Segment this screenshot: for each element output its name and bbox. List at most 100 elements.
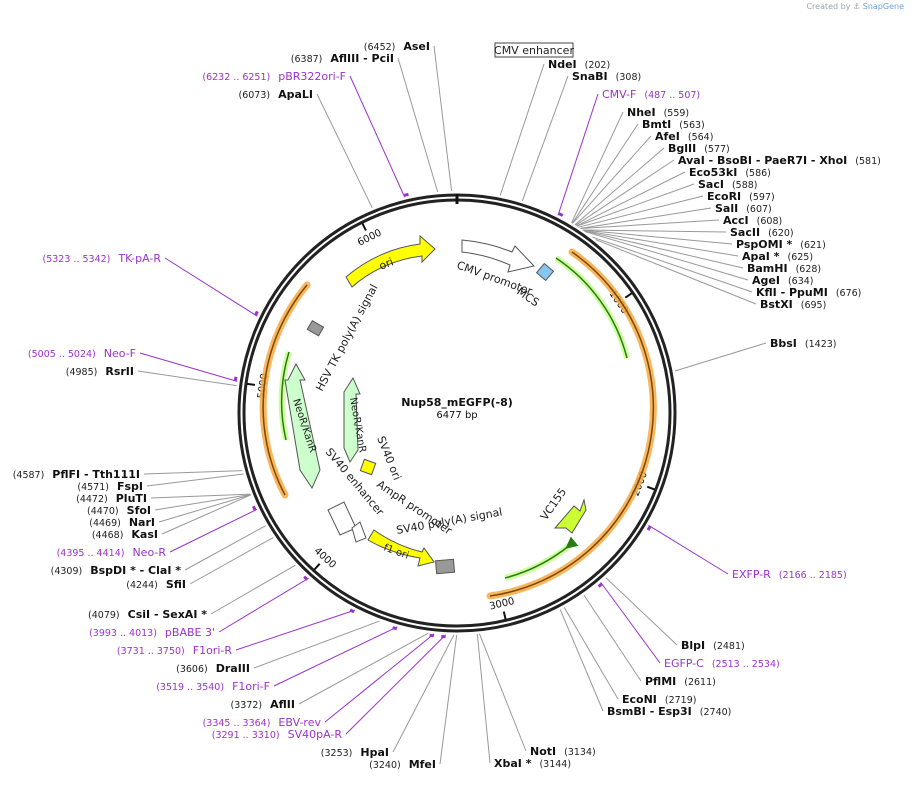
leader-line (582, 229, 733, 245)
snapgene-logo-icon: ⚓ (853, 2, 861, 11)
leader-line (578, 195, 704, 228)
leader-line (583, 594, 642, 682)
feature-sv40-enhancer (327, 501, 367, 543)
plasmid-size: 6477 bp (436, 410, 477, 421)
label-name: HpaI (360, 746, 389, 759)
leader-line (572, 135, 652, 224)
label-position: (2740) (700, 707, 732, 718)
site-label: (607)SalI (715, 202, 772, 215)
label-position: (607) (746, 204, 772, 215)
tick-mark (646, 485, 656, 491)
tick-mark (246, 382, 256, 386)
label-name: BlpI (681, 639, 705, 652)
label-position: (588) (732, 180, 758, 191)
leader-line (184, 525, 266, 571)
label-name: PluTI (116, 492, 147, 505)
leader-line (397, 57, 439, 192)
leader-line (253, 620, 380, 669)
leader-line (582, 229, 727, 233)
site-label: (3372)AflII (231, 698, 295, 711)
leader-line (576, 171, 686, 227)
label-name: EXFP-R (732, 568, 771, 581)
site-label: (634)AgeI (752, 274, 814, 287)
site-label: (2611)PflMI (645, 675, 716, 688)
label-position: (3253) (321, 748, 353, 759)
feature-neokan-inner (343, 376, 361, 464)
label-position: (676) (836, 288, 862, 299)
snapgene-credit: Created by ⚓ SnapGene (806, 2, 904, 11)
leader-line (316, 93, 373, 209)
leader-line (349, 75, 406, 198)
label-name: NheI (627, 106, 656, 119)
label-position: (3606) (176, 664, 208, 675)
label-name: BamHI (747, 262, 788, 275)
label-name: Neo-R (132, 546, 166, 559)
label-name: NotI (530, 745, 556, 758)
site-label: (4472)PluTI (76, 492, 147, 505)
primer-label: (4395 .. 4414) Neo-R (57, 546, 167, 559)
label-position: (2481) (713, 641, 745, 652)
site-label: (4985)RsrII (66, 365, 134, 378)
leader-line (298, 632, 429, 705)
label-name: CMV-F (602, 88, 636, 101)
credit-prefix: Created by (806, 2, 851, 11)
leader-line (600, 581, 661, 664)
label-name: BspDI * - ClaI * (90, 564, 181, 577)
feature-sv40-polya-box (434, 558, 456, 575)
tick-label: 6000 (356, 227, 384, 248)
site-label: (559)NheI (627, 106, 689, 119)
label-name: CsiI - SexAI * (128, 608, 208, 621)
primer-label: (3519 .. 3540)F1ori-F (156, 680, 270, 693)
leader-line (392, 634, 455, 753)
label-position: (4469) (89, 518, 121, 529)
label-position: (4395 .. 4414) (57, 548, 125, 559)
label-position: (2719) (665, 695, 697, 706)
feature-neokan-outer (284, 362, 321, 490)
leader-line (595, 239, 757, 305)
label-leaders (137, 45, 767, 765)
label-name: pBR322ori-F (278, 70, 346, 83)
label-name: AccI (723, 214, 749, 227)
label-name: PflFI - Tth111I (52, 468, 140, 481)
label-position: (2513 .. 2534) (712, 659, 780, 670)
site-label: (4244)SfiI (126, 578, 186, 591)
site-label: (6387)AflIII - PciI (291, 52, 394, 65)
primer-mark (349, 608, 355, 614)
leader-line (571, 123, 639, 224)
label-name: KflI - PpuMI (756, 286, 828, 299)
leader-line (210, 564, 296, 615)
label-name: F1ori-R (193, 644, 233, 657)
site-label: (586)Eco53kI (689, 166, 771, 179)
label-position: (564) (688, 132, 714, 143)
site-label: (581) AvaI - BsoBI - PaeR7I - XhoI (678, 154, 881, 167)
site-label: (577)BglII (668, 142, 730, 155)
label-position: (1423) (805, 339, 837, 350)
label-position: (3372) (231, 700, 263, 711)
feature-label-cmv-enhancer: CMV enhancer (494, 44, 574, 57)
track-neo (259, 281, 311, 499)
primer-label: (3291 .. 3310)SV40pA-R (212, 728, 343, 741)
label-name: AvaI - BsoBI - PaeR7I - XhoI (678, 154, 847, 167)
site-label: (4079)CsiI - SexAI * (88, 608, 207, 621)
site-label: (4587)PflFI - Tth111I (13, 468, 140, 481)
label-name: EcoNI (622, 693, 657, 706)
site-label: (2719) EcoNI (622, 693, 696, 706)
label-name: AseI (403, 40, 430, 53)
leader-line (592, 236, 753, 293)
label-position: (581) (855, 156, 881, 167)
label-position: (3134) (564, 747, 596, 758)
feature-label-hsv-tk-polya: HSV TK poly(A) signal (313, 282, 380, 393)
feature-label-ori: ori (377, 255, 395, 272)
site-label: (564)AfeI (655, 130, 713, 143)
label-position: (6452) (364, 42, 396, 53)
label-name: KasI (131, 528, 158, 541)
label-name: Eco53kI (689, 166, 737, 179)
label-position: (695) (801, 300, 827, 311)
leader-line (146, 473, 244, 487)
label-name: FspI (117, 480, 143, 493)
label-position: (608) (757, 216, 783, 227)
label-position: (3731 .. 3750) (117, 646, 185, 657)
label-position: (4309) (51, 566, 83, 577)
leader-line (137, 370, 237, 387)
label-name: SV40pA-R (288, 728, 343, 741)
